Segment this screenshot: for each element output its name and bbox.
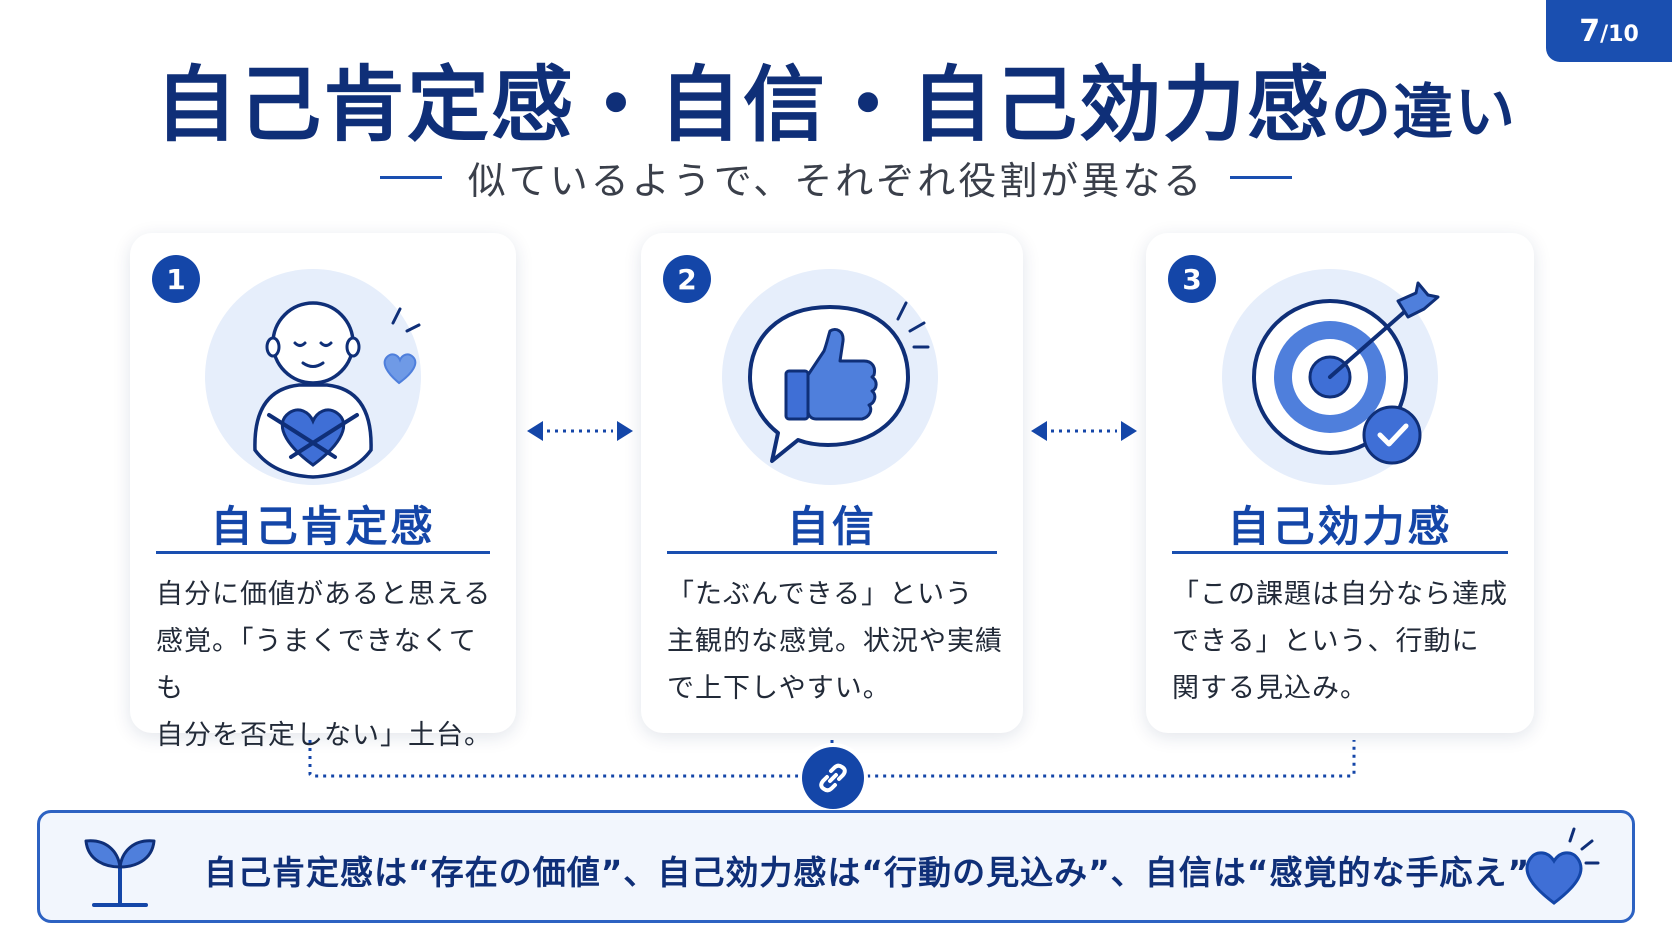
card-line: で上下しやすい。 <box>667 673 891 704</box>
card-description: 「たぶんできる」という 主観的な感覚。状況や実績 で上下しやすい。 <box>667 571 1007 712</box>
card-description: 「この課題は自分なら達成 できる」という、行動に 関する見込み。 <box>1172 571 1518 712</box>
subtitle-row: 似ているようで、それぞれ役割が異なる <box>0 150 1672 205</box>
double-arrow-icon <box>1031 421 1137 441</box>
card-description: 自分に価値があると思える 感覚。「うまくできなくても 自分を否定しない」土台。 <box>156 571 500 759</box>
subtitle: 似ているようで、それぞれ役割が異なる <box>467 159 1205 203</box>
target-check-icon <box>1220 265 1460 495</box>
thumbs-up-bubble-icon <box>712 265 952 495</box>
card-title: 自己効力感 <box>1227 502 1453 551</box>
card-line: できる」という、行動に <box>1172 626 1480 657</box>
card-line: 主観的な感覚。状況や実績 <box>667 626 1003 657</box>
subtitle-rule-left <box>379 176 442 179</box>
card-line: 自分を否定しない」土台。 <box>156 720 492 751</box>
card-line: 「たぶんできる」という <box>667 579 974 610</box>
card-divider <box>156 551 490 554</box>
card-number-badge: 3 <box>1168 255 1216 303</box>
card-number-badge: 2 <box>663 255 711 303</box>
card-divider <box>667 551 997 554</box>
card-confidence: 2 自信 「たぶんできる」という 主観的な感覚。状況や実績 で上下しやすい。 <box>641 233 1023 733</box>
page-title: 自己肯定感・自信・自己効力感の違い <box>0 38 1672 157</box>
summary-box: 自己肯定感は“存在の価値”、自己効力感は“行動の見込み”、自信は“感覚的な手応え… <box>37 810 1635 923</box>
card-self-esteem: 1 自己肯定感 自分に価値があると思える 感覚。「うまくできなくても 自分を否定… <box>130 233 516 751</box>
card-divider <box>1172 551 1508 554</box>
card-self-efficacy: 3 自己効力感 「この課題は自分なら達成 できる」という、行動に 関する見込み。 <box>1146 233 1534 733</box>
card-line: 「この課題は自分なら達成 <box>1172 579 1508 610</box>
card-line: 自分に価値があると思える <box>156 579 492 610</box>
card-title: 自信 <box>786 502 877 551</box>
heart-icon <box>1525 827 1600 905</box>
sprout-icon <box>84 839 156 907</box>
title-main: 自己肯定感・自信・自己効力感 <box>154 58 1331 153</box>
card-number-badge: 1 <box>152 255 200 303</box>
page-total: /10 <box>1600 21 1639 47</box>
link-icon <box>802 747 864 809</box>
card-line: 関する見込み。 <box>1172 673 1368 704</box>
card-title: 自己肯定感 <box>210 502 436 551</box>
hugging-self-icon <box>203 265 443 495</box>
page-current: 7 <box>1579 13 1601 49</box>
summary-text: 自己肯定感は“存在の価値”、自己効力感は“行動の見込み”、自信は“感覚的な手応え… <box>204 853 1565 892</box>
card-line: 感覚。「うまくできなくても <box>156 626 477 704</box>
subtitle-rule-right <box>1230 176 1293 179</box>
page-indicator: 7/10 <box>1546 0 1672 62</box>
title-suffix: の違い <box>1331 78 1517 148</box>
double-arrow-icon <box>527 421 633 441</box>
